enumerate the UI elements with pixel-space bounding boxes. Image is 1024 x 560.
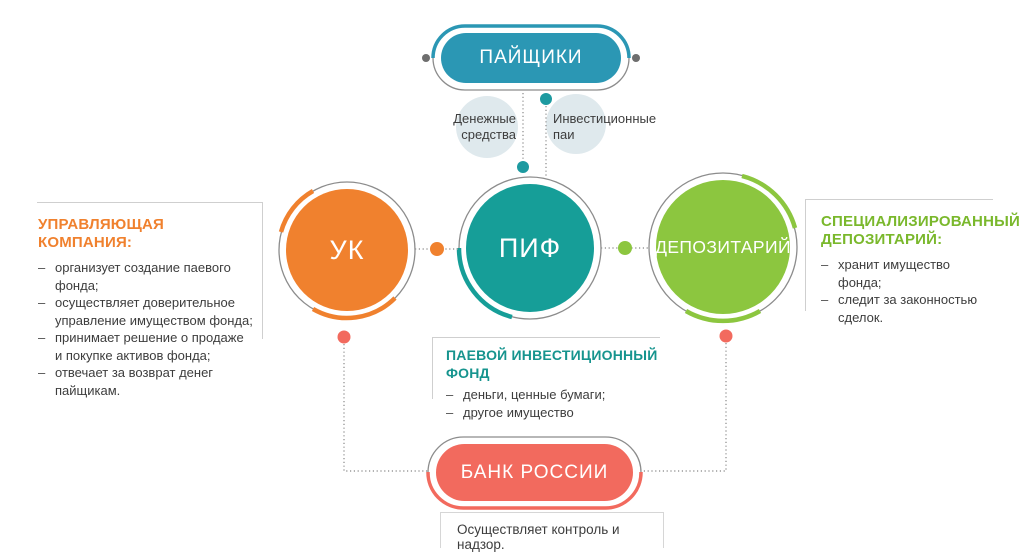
depositary-bank-dot <box>719 329 733 343</box>
management-bank-dot <box>337 330 351 344</box>
management-ring-accent-arc-top <box>278 189 315 233</box>
money-label-bubble <box>456 96 518 158</box>
management-ring-accent-arc-bottom <box>311 296 397 321</box>
units-flow-label: Инвестиционные паи <box>553 111 657 142</box>
list-item: –сделок. <box>838 309 884 325</box>
list-item: –следит за законностью <box>821 292 978 307</box>
fund-info-block: ПАЕВОЙ ИНВЕСТИЦИОННЫЙ ФОНД –деньги, ценн… <box>432 337 660 420</box>
list-item: –хранит имущество фонда; <box>821 257 951 290</box>
management-label: УК <box>329 234 365 265</box>
management-circle <box>286 189 408 311</box>
depositary-label: ДЕПОЗИТАРИЙ <box>655 236 791 257</box>
depositary-ring-accent-arc-bottom <box>684 309 762 324</box>
bank-pill <box>436 444 633 501</box>
shareholders-left-dot <box>422 54 430 62</box>
fund-depositary-dot <box>618 241 632 255</box>
list-item: –управление имуществом фонда; <box>55 312 253 328</box>
management-bank-line <box>343 344 428 472</box>
depositary-ring-accent-arc-top <box>741 173 798 229</box>
fund-info-list: –деньги, ценные бумаги; –другое имуществ… <box>446 386 660 421</box>
list-item: –другое имущество <box>446 404 574 420</box>
money-flow-label: Денежные средства <box>453 111 516 142</box>
management-info-block: УПРАВЛЯЮЩАЯ КОМПАНИЯ: –организует создан… <box>37 202 263 398</box>
money-flow-dot <box>517 161 529 173</box>
management-fund-dot <box>430 242 444 256</box>
depositary-circle <box>656 180 790 314</box>
shareholders-pill <box>441 33 621 83</box>
list-item: –отвечает за возврат денег пайщикам. <box>38 365 214 398</box>
list-item: –и покупке активов фонда; <box>55 347 211 363</box>
shareholders-right-dot <box>632 54 640 62</box>
shareholders-ring-accent-arc <box>431 24 631 59</box>
depositary-bank-line <box>641 343 727 472</box>
units-flow-dot <box>540 93 552 105</box>
depositary-info-list: –хранит имущество фонда; –следит за зако… <box>821 256 993 326</box>
bank-caption: Осуществляет контроль и надзор. <box>440 512 664 552</box>
depositary-info-block: СПЕЦИАЛИЗИРОВАННЫЙ ДЕПОЗИТАРИЙ: –хранит … <box>805 199 1020 325</box>
bank-label: БАНК РОССИИ <box>460 461 609 483</box>
list-item: –осуществляет доверительное <box>38 295 235 310</box>
list-item: –деньги, ценные бумаги; <box>446 387 606 402</box>
depositary-info-heading: СПЕЦИАЛИЗИРОВАННЫЙ ДЕПОЗИТАРИЙ: <box>821 213 1020 248</box>
list-item: –принимает решение о продаже <box>38 330 244 345</box>
management-info-heading: УПРАВЛЯЮЩАЯ КОМПАНИЯ: <box>38 216 164 251</box>
management-info-list: –организует создание паевого фонда; –осу… <box>38 259 256 399</box>
fund-info-heading: ПАЕВОЙ ИНВЕСТИЦИОННЫЙ ФОНД <box>446 347 658 381</box>
shareholders-label: ПАЙЩИКИ <box>479 47 583 68</box>
units-label-bubble <box>546 94 606 154</box>
fund-circle <box>466 184 594 312</box>
fund-ring-accent-arc <box>456 247 513 320</box>
fund-label: ПИФ <box>498 232 562 263</box>
bank-ring-accent-arc <box>426 471 643 510</box>
list-item: –организует создание паевого фонда; <box>38 260 231 293</box>
